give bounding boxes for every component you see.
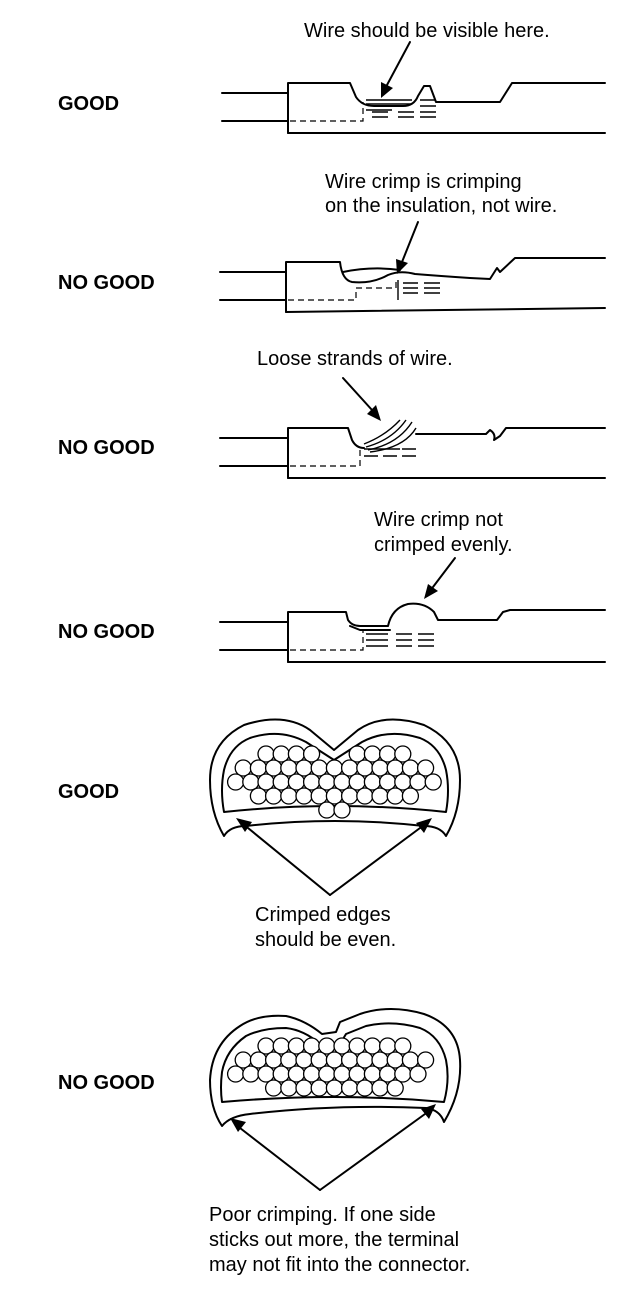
wire-strand xyxy=(310,1079,328,1097)
panel-5-wire-strands xyxy=(226,745,442,819)
panel-3-verdict: NO GOOD xyxy=(58,437,155,459)
wire-strand xyxy=(409,1065,427,1083)
wire-strand xyxy=(416,1051,435,1069)
wire-strand xyxy=(371,1079,389,1097)
wire-strand xyxy=(416,759,435,777)
wire-strand xyxy=(226,773,245,791)
wire-strand xyxy=(264,787,283,805)
wire-strand xyxy=(226,1065,245,1083)
panel-5-good-cross-section: GOOD Crimped edges should be even. xyxy=(58,718,461,951)
panel-4-no-good-side-view: NO GOOD Wire crimp not crimped evenly. xyxy=(58,509,606,663)
panel-2-verdict: NO GOOD xyxy=(58,272,155,294)
panel-1-note-line-1: Wire should be visible here. xyxy=(304,20,550,42)
wire-strand xyxy=(302,745,321,763)
panel-5-terminal-outline xyxy=(209,718,461,837)
panel-3-note-line-1: Loose strands of wire. xyxy=(257,348,453,370)
panel-6-note-line-2: sticks out more, the terminal xyxy=(209,1229,459,1251)
panel-6-pointer-arrows xyxy=(230,1104,436,1191)
wire-strand xyxy=(325,1079,344,1097)
panel-4-terminal xyxy=(219,602,606,663)
panel-4-note-line-2: crimped evenly. xyxy=(374,534,513,556)
panel-2-note-line-1: Wire crimp is crimping xyxy=(325,171,522,193)
wire-strand xyxy=(249,787,268,805)
panel-1-verdict: GOOD xyxy=(58,93,119,115)
panel-6-note-line-3: may not fit into the connector. xyxy=(209,1254,470,1276)
panel-5-verdict: GOOD xyxy=(58,781,119,803)
wire-strand xyxy=(318,801,336,819)
wire-strand xyxy=(394,1037,412,1055)
panel-5-pointer-arrows xyxy=(236,818,432,896)
panel-2-no-good-side-view: NO GOOD Wire crimp is crimping on the in… xyxy=(58,171,606,313)
wire-strand xyxy=(333,801,351,819)
panel-2-pointer-arrow xyxy=(396,221,419,274)
panel-6-wire-strands xyxy=(226,1037,435,1097)
wire-strand xyxy=(371,787,389,805)
panel-1-good-side-view: GOOD Wire should be visible here. xyxy=(58,20,606,134)
panel-4-verdict: NO GOOD xyxy=(58,621,155,643)
panel-4-pointer-arrow xyxy=(424,557,456,599)
panel-2-note-line-2: on the insulation, not wire. xyxy=(325,195,557,217)
wire-strand xyxy=(356,787,374,805)
wire-strand xyxy=(401,787,420,805)
wire-strand xyxy=(280,787,298,805)
panel-2-terminal xyxy=(219,257,606,313)
wire-strand xyxy=(394,745,412,763)
panel-5-note-line-1: Crimped edges xyxy=(255,904,391,926)
panel-6-terminal-outline xyxy=(209,1008,462,1127)
wire-strand xyxy=(264,1079,283,1097)
wire-strand xyxy=(340,1079,359,1097)
wire-strand xyxy=(424,773,442,791)
panel-3-terminal xyxy=(219,419,606,479)
wire-strand xyxy=(280,1079,298,1097)
panel-4-note-line-1: Wire crimp not xyxy=(374,509,503,531)
panel-1-pointer-arrow xyxy=(381,41,411,98)
wire-strand xyxy=(295,787,313,805)
wire-strand xyxy=(242,1065,260,1083)
wire-strand xyxy=(386,787,404,805)
panel-6-verdict: NO GOOD xyxy=(58,1072,155,1094)
panel-6-terminal-inner-edge xyxy=(220,1022,449,1103)
wire-strand xyxy=(295,1079,313,1097)
panel-3-pointer-arrow xyxy=(342,377,381,421)
panel-3-no-good-side-view: NO GOOD Loose strands of wire. xyxy=(58,348,606,479)
panel-5-terminal-inner-edge xyxy=(221,732,449,813)
wire-strand xyxy=(356,1079,374,1097)
panel-5-note-line-2: should be even. xyxy=(255,929,396,951)
panel-6-note-line-1: Poor crimping. If one side xyxy=(209,1204,436,1226)
panel-1-terminal xyxy=(221,82,606,134)
wire-strand xyxy=(386,1079,404,1097)
panel-6-no-good-cross-section: NO GOOD Poor crimping. If one side stick… xyxy=(58,1008,470,1276)
